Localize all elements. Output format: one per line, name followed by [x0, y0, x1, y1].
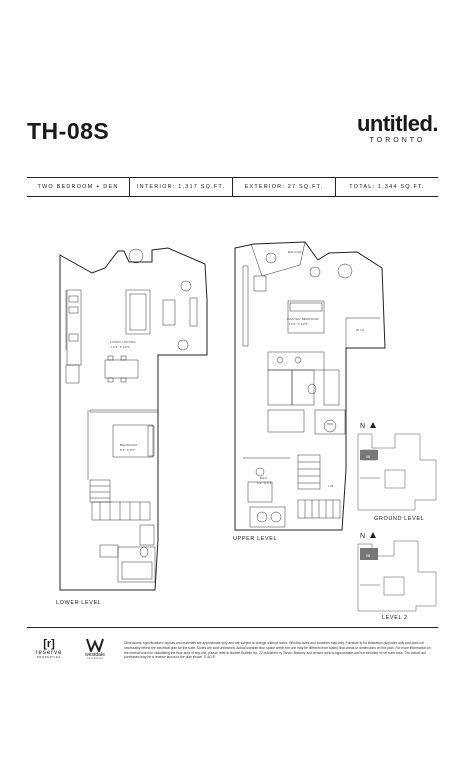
westdale-logo: westdale PROPERTIES [80, 638, 110, 660]
room-living-dining-dim: 13'4" X 13'5" [111, 345, 131, 349]
brand-logo: untitled. TORONTO [356, 111, 439, 145]
stair-lower [89, 479, 111, 503]
keyplan-ground-unit [360, 450, 378, 460]
wd [139, 524, 155, 546]
spec-exterior: EXTERIOR: 27 SQ.FT. [233, 178, 336, 196]
reserve-logo: [r] reserve PROPERTIES [32, 638, 66, 659]
spec-interior: INTERIOR: 1,317 SQ.FT. [130, 178, 233, 196]
room-wd: W/D [327, 422, 334, 426]
ground-level-label: GROUND LEVEL [374, 516, 425, 522]
room-den-dim: 5'1" X 4'3" [257, 481, 273, 485]
ensuite-vanity [267, 351, 325, 371]
room-balcony: BALCONY [288, 250, 304, 254]
brand-city: TORONTO [369, 137, 426, 144]
north-label-level2: N [360, 533, 365, 540]
footer-divider [27, 627, 438, 628]
keyplan-ground [357, 433, 437, 511]
room-lin: LIN [328, 484, 333, 488]
spec-bar: TWO BEDROOM + DEN INTERIOR: 1,317 SQ.FT.… [27, 177, 438, 197]
westdale-name: westdale [85, 652, 105, 658]
spec-total: TOTAL: 1,344 SQ.FT. [349, 184, 425, 190]
coffee-table [162, 299, 176, 326]
master-bed [287, 300, 325, 334]
lower-level-outline [59, 247, 208, 591]
lower-level-label: LOWER LEVEL [56, 600, 102, 606]
westdale-sub: PROPERTIES [87, 658, 103, 660]
plant [128, 248, 144, 264]
den-desk [247, 481, 273, 503]
unit-title: TH-08S [27, 118, 110, 144]
room-den: DEN [260, 476, 267, 480]
spec-unit-type: TWO BEDROOM + DEN [27, 178, 130, 196]
north-label-ground: N [360, 423, 365, 430]
room-living-dining: LIVING / DINING [110, 340, 136, 344]
reserve-name: reserve [35, 650, 63, 656]
north-arrow-icon-2 [370, 532, 376, 538]
room-bedroom: BEDROOM [120, 443, 137, 447]
reserve-mark: [r] [43, 638, 55, 650]
bed [112, 424, 154, 458]
level-2-label: LEVEL 2 [382, 615, 408, 621]
room-master-bedroom: MASTER BEDROOM [287, 317, 319, 321]
westdale-w-icon [86, 638, 104, 652]
balcony [250, 241, 306, 277]
keyplan-ground-unit-tag: 08 [366, 455, 370, 459]
sofa-upper [249, 506, 286, 528]
disclaimer-text: Dimensions, specifications, layouts and … [124, 641, 431, 660]
room-wic: W.I.C. [356, 328, 365, 332]
reserve-sub: PROPERTIES [36, 656, 62, 659]
floor-plan-drawing: LIVING / DINING 13'4" X 13'5" BEDROOM 9'… [59, 241, 437, 612]
room-bedroom-dim: 9'4" X 9'0" [120, 448, 136, 452]
keyplan-level2-unit [360, 548, 378, 560]
sofa [125, 289, 151, 335]
room-master-bedroom-dim: 10'9" X 10'5" [289, 322, 309, 326]
north-arrow-icon [370, 422, 376, 428]
dining-table [104, 359, 139, 379]
floor-plans: LIVING / DINING 13'4" X 13'5" BEDROOM 9'… [0, 230, 466, 621]
stair-upper-a [297, 454, 321, 490]
keyplan-level2-unit-tag: 08 [366, 554, 370, 558]
upper-level-outline [234, 241, 386, 531]
upper-level-label: UPPER LEVEL [233, 536, 278, 542]
brand-name: untitled. [356, 111, 439, 136]
armchair [180, 280, 192, 292]
bathroom [117, 546, 156, 583]
